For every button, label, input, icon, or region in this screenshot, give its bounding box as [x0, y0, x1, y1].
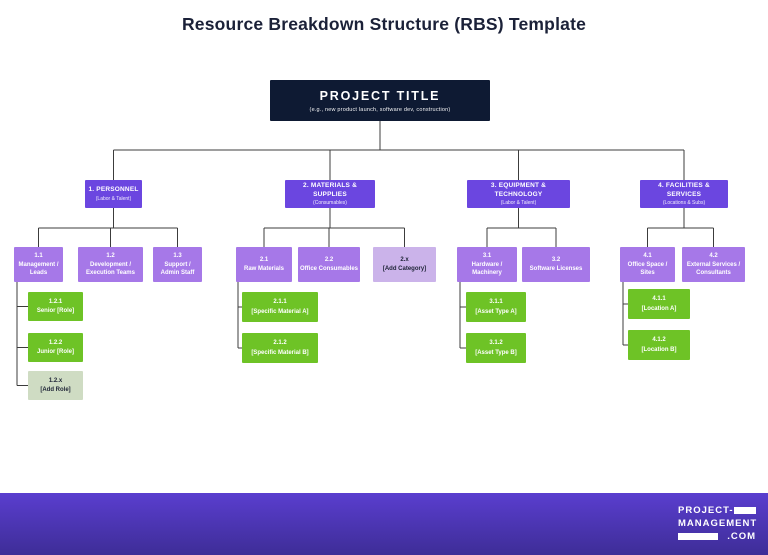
category-label: Development / Execution Teams [86, 262, 135, 277]
item-code: 3.1.1 [489, 299, 503, 306]
category-label: Management / Leads [18, 262, 59, 277]
root-title: PROJECT TITLE [319, 88, 441, 103]
item-code: 1.2.2 [48, 339, 63, 346]
site-logo: PROJECT- MANAGEMENT .COM [678, 505, 756, 544]
logo-text-project: PROJECT- [678, 504, 734, 516]
item-code: 2.1.1 [273, 299, 287, 306]
category-node-2-x-add-category: 2.x [Add Category] [373, 247, 436, 282]
branch-subtitle: (Labor & Talent) [500, 199, 537, 206]
item-label: [Asset Type B] [475, 349, 517, 356]
branch-subtitle: (Consumables) [313, 199, 347, 206]
page-title: Resource Breakdown Structure (RBS) Templ… [181, 14, 587, 34]
footer-bar: PROJECT- MANAGEMENT .COM [0, 493, 768, 555]
category-label: Hardware / Machinery [471, 262, 503, 277]
category-node-4-1: 4.1 Office Space / Sites [620, 247, 675, 282]
root-subtitle: (e.g., new product launch, software dev,… [309, 106, 451, 113]
root-node-project-title: PROJECT TITLE (e.g., new product launch,… [270, 80, 490, 121]
branch-node-equipment-technology: 3. EQUIPMENT & TECHNOLOGY (Labor & Talen… [467, 180, 570, 208]
item-label: [Specific Material A] [251, 308, 309, 315]
category-code: 1.1 [34, 252, 43, 259]
item-code: 4.1.2 [652, 337, 666, 344]
category-code: 3.2 [551, 256, 561, 263]
category-code: 2.2 [324, 256, 334, 263]
branch-node-facilities-services: 4. FACILITIES & SERVICES (Locations & Su… [640, 180, 728, 208]
logo-block-icon [733, 507, 756, 514]
branch-subtitle: (Labor & Talent) [95, 195, 132, 202]
category-code: 1.2 [106, 252, 115, 259]
item-node-3-1-1: 3.1.1 [Asset Type A] [466, 292, 526, 322]
item-code: 3.1.2 [489, 340, 503, 347]
logo-text-management: MANAGEMENT [678, 517, 758, 529]
item-label: [Asset Type A] [475, 308, 517, 315]
category-label: External Services / Consultants [686, 262, 741, 277]
item-label: [Location B] [641, 346, 677, 353]
category-code: 2.1 [259, 256, 269, 263]
item-label: [Specific Material B] [251, 349, 309, 356]
item-label: Senior [Role] [36, 308, 75, 315]
category-label: Office Space / Sites [627, 262, 668, 277]
category-node-1-1: 1.1 Management / Leads [14, 247, 63, 282]
item-code: 1.2.x [48, 377, 63, 384]
item-label: [Add Role] [40, 387, 71, 394]
category-node-3-2: 3.2 Software Licenses [522, 247, 590, 282]
item-node-1-2-2: 1.2.2 Junior [Role] [28, 333, 83, 362]
category-code: 2.x [400, 256, 409, 263]
item-code: 4.1.1 [652, 296, 666, 303]
category-node-2-2: 2.2 Office Consumables [298, 247, 360, 282]
branch-subtitle: (Locations & Subs) [662, 199, 706, 206]
category-label: Raw Materials [243, 266, 285, 273]
branch-node-materials-supplies: 2. MATERIALS & SUPPLIES (Consumables) [285, 180, 375, 208]
category-node-1-3: 1.3 Support / Admin Staff [153, 247, 202, 282]
item-label: Junior [Role] [37, 349, 74, 356]
item-node-3-1-2: 3.1.2 [Asset Type B] [466, 333, 526, 363]
item-node-2-1-1: 2.1.1 [Specific Material A] [242, 292, 318, 322]
item-code: 2.1.2 [273, 340, 287, 347]
item-code: 1.2.1 [48, 298, 63, 305]
category-code: 3.1 [482, 252, 492, 259]
branch-title: 3. EQUIPMENT & TECHNOLOGY [490, 182, 547, 198]
category-code: 4.2 [709, 252, 718, 259]
item-node-1-2-x-add-role: 1.2.x [Add Role] [28, 371, 83, 400]
logo-text-com: .COM [727, 530, 756, 542]
item-node-2-1-2: 2.1.2 [Specific Material B] [242, 333, 318, 363]
category-code: 4.1 [643, 252, 652, 259]
branch-title: 1. PERSONNEL [88, 186, 139, 194]
item-node-4-1-2: 4.1.2 [Location B] [628, 330, 690, 360]
category-label: Support / Admin Staff [160, 262, 195, 277]
category-node-4-2: 4.2 External Services / Consultants [682, 247, 745, 282]
category-node-2-1: 2.1 Raw Materials [236, 247, 292, 282]
category-label: [Add Category] [382, 266, 427, 273]
category-node-1-2: 1.2 Development / Execution Teams [78, 247, 143, 282]
branch-title: 2. MATERIALS & SUPPLIES [303, 182, 357, 198]
branch-node-personnel: 1. PERSONNEL (Labor & Talent) [85, 180, 142, 208]
item-node-4-1-1: 4.1.1 [Location A] [628, 289, 690, 319]
logo-block-icon [678, 533, 718, 540]
item-node-1-2-1: 1.2.1 Senior [Role] [28, 292, 83, 321]
category-label: Software Licenses [529, 266, 583, 273]
branch-title: 4. FACILITIES & SERVICES [658, 182, 710, 198]
item-label: [Location A] [641, 305, 677, 312]
category-label: Office Consumables [300, 266, 359, 273]
category-node-3-1: 3.1 Hardware / Machinery [457, 247, 517, 282]
category-code: 1.3 [173, 252, 182, 259]
